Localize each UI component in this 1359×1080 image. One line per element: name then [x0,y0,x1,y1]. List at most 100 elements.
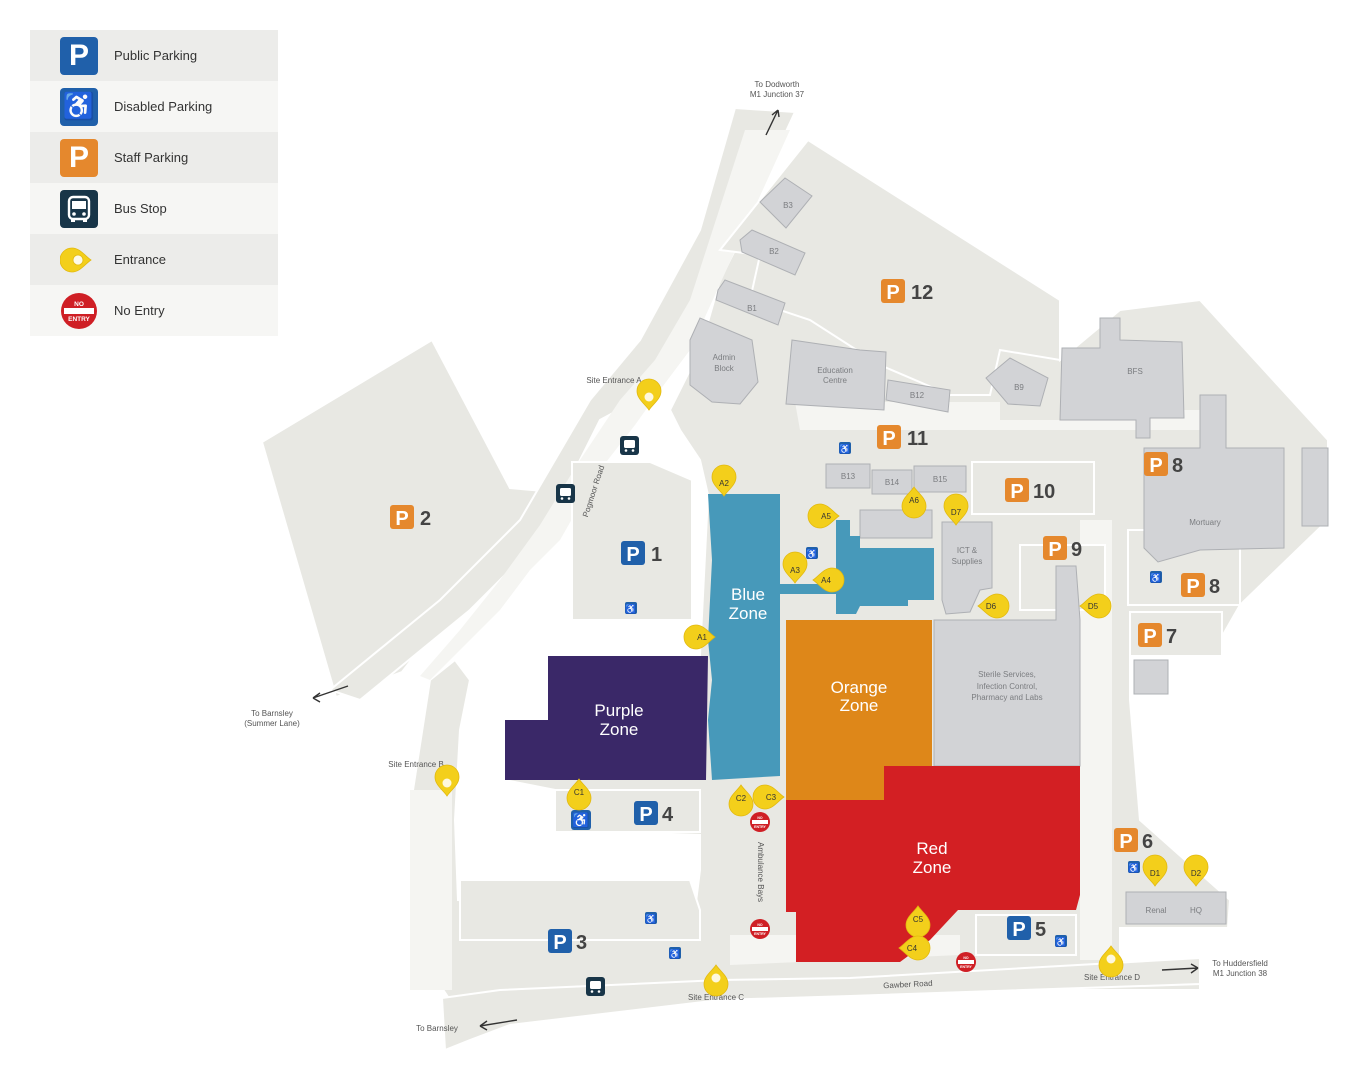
disabled-icon: ♿ [669,947,681,959]
disabled-icon: ♿ [1128,861,1140,873]
car-park-6: P 6 [1114,828,1153,853]
barnsley-summer-label-2: (Summer Lane) [244,719,300,728]
red-zone-label-1: Red [916,839,947,858]
orange-zone-label-2: Zone [840,696,879,715]
bfs-label: BFS [1127,367,1143,376]
svg-text:C1: C1 [574,788,585,797]
entrance-d5: D5 [1079,593,1112,619]
barnsley-summer-label-1: To Barnsley [251,709,293,718]
wheelchair-glyph: ♿ [60,87,98,126]
car-park-12: P 12 [881,279,933,304]
legend-entrance: Entrance [30,234,278,285]
ict-label-2: Supplies [952,557,983,566]
svg-text:10: 10 [1033,481,1055,503]
renal-label: Renal [1146,906,1167,915]
red-zone-label-2: Zone [913,858,952,877]
entrance-a6: A6 [901,486,927,519]
bus-stop-icon [556,484,575,503]
entrance-d6: D6 [977,593,1010,619]
legend-staff-parking: P Staff Parking [30,132,278,183]
building-b9 [985,357,1049,407]
purple-zone-label-1: Purple [594,701,643,720]
svg-text:C3: C3 [766,793,777,802]
entrance-d7: D7 [943,493,969,526]
legend-label-disabled: Disabled Parking [114,99,213,114]
entrance-c3: C3 [752,784,785,810]
disabled-icon: ♿ [625,602,637,614]
car-park-1: P 1 [621,541,662,566]
car-park-markers: P 12 P 11 P 10 P 9 P 8 P 8 P 7 P 6 [390,279,1220,954]
svg-text:A1: A1 [697,633,707,642]
b2-label: B2 [769,247,779,256]
building-small-east [1133,659,1169,695]
arrow-dodworth [765,109,780,136]
orange-zone-label-1: Orange [831,678,888,697]
direction-arrows [312,109,1199,1031]
legend-bus-stop: Bus Stop [30,183,278,234]
svg-text:P: P [1143,626,1156,648]
entrance-a1: A1 [683,624,716,650]
site-entrance-a-pin [636,378,662,411]
education-label-2: Centre [823,376,848,385]
red-zone [786,766,1080,962]
car-park-11: P 11 [877,425,928,450]
svg-text:8: 8 [1209,576,1220,598]
building-b15 [913,465,967,493]
site-entrance-b-pin [434,764,460,797]
legend-no-entry: NO ENTRY No Entry [30,285,278,336]
building-east-annex [1301,447,1329,527]
building-b12 [885,379,951,413]
car-park-7: P 7 [1138,623,1177,648]
mortuary-label: Mortuary [1189,518,1221,527]
svg-text:C4: C4 [907,944,918,953]
svg-text:P: P [882,428,895,450]
b9-label: B9 [1014,383,1024,392]
arrow-barnsley [479,1019,518,1031]
svg-text:P: P [553,932,566,954]
sterile-label-3: Pharmacy and Labs [971,693,1042,702]
legend-label-public: Public Parking [114,48,198,63]
dodworth-label-1: To Dodworth [755,80,800,89]
disabled-parking-icon: ♿ [60,87,98,126]
svg-text:A4: A4 [821,576,831,585]
svg-text:NO: NO [757,923,763,927]
entrance-d1: D1 [1142,854,1168,887]
building-b14 [871,469,913,495]
disabled-icon: ♿ [571,810,591,830]
b1-label: B1 [747,304,757,313]
svg-text:3: 3 [576,932,587,954]
legend-label-entrance: Entrance [114,252,167,267]
car-park-3: P 3 [548,929,587,954]
huddersfield-label-1: To Huddersfield [1212,959,1268,968]
entrance-pins: A2 A6 D7 A5 A3 A4 D6 D5 A1 C1 C2 C3 C5 C… [566,464,1209,961]
buildings [689,177,1329,925]
building-b13 [825,463,871,489]
b3-label: B3 [783,201,793,210]
public-parking-icon: P [60,36,98,75]
svg-text:♿: ♿ [806,548,817,559]
blue-zone-label-1: Blue [731,585,765,604]
svg-text:P: P [1010,481,1023,503]
svg-text:1: 1 [651,544,662,566]
arrow-barnsley-summer [312,685,349,703]
svg-text:D6: D6 [986,602,997,611]
svg-text:♿: ♿ [1150,572,1161,583]
building-bfs [1059,317,1185,439]
svg-text:12: 12 [911,282,933,304]
entrance-c2: C2 [728,784,754,817]
svg-text:C2: C2 [736,794,747,803]
admin-label-2: Block [714,364,735,373]
gawber-road-label: Gawber Road [883,979,933,991]
car-park-2: P 2 [390,505,431,530]
svg-text:9: 9 [1071,539,1082,561]
arrow-huddersfield [1161,963,1199,974]
svg-text:P: P [639,804,652,826]
education-label-1: Education [817,366,853,375]
admin-label-1: Admin [713,353,736,362]
staff-parking-icon: P [60,138,98,177]
svg-text:4: 4 [662,804,674,826]
building-b3 [759,177,813,229]
orange-zone [786,620,932,800]
svg-text:♿: ♿ [625,603,636,614]
svg-text:7: 7 [1166,626,1177,648]
